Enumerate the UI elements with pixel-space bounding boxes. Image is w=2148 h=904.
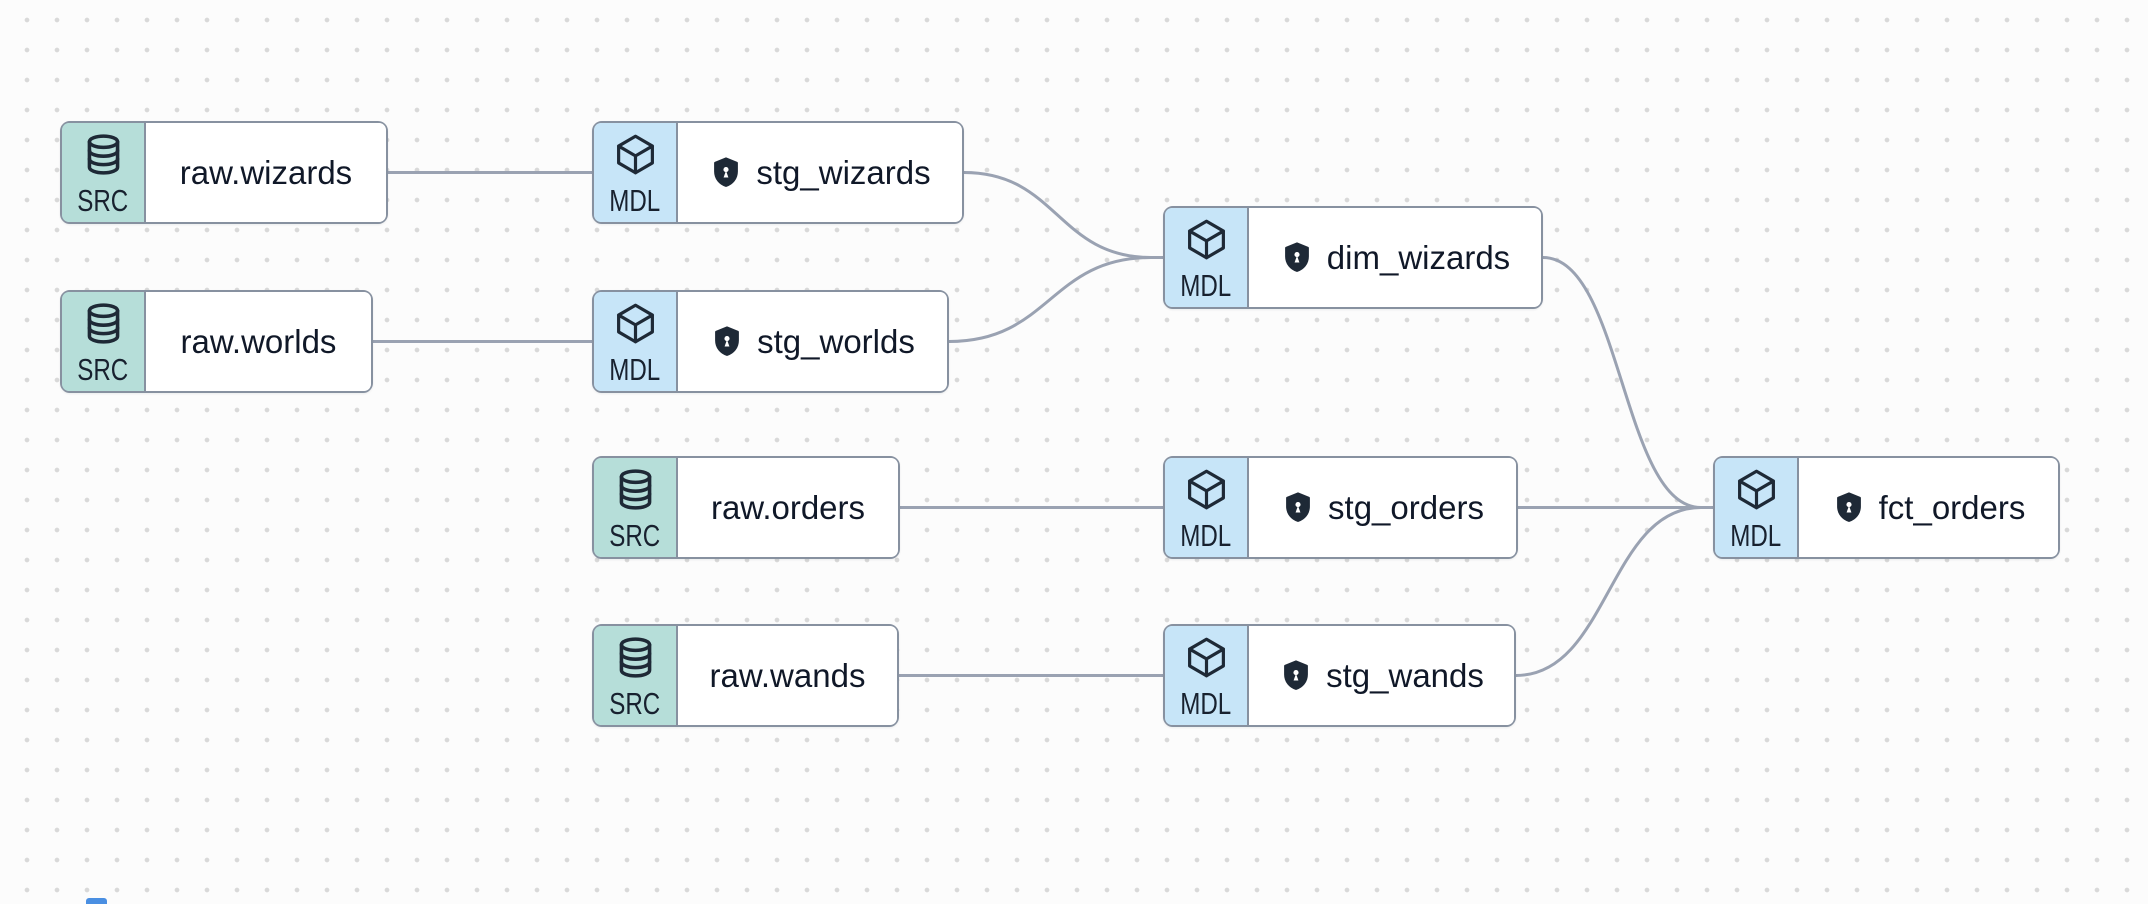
node-type-badge: MDL xyxy=(1165,208,1249,307)
node-type-badge: MDL xyxy=(1165,458,1249,557)
node-label: raw.worlds xyxy=(180,322,337,360)
node-label: raw.wands xyxy=(709,656,866,694)
node-type-badge: SRC xyxy=(594,626,678,725)
node-label: stg_wands xyxy=(1326,656,1484,694)
node-body: raw.orders xyxy=(678,458,898,557)
node-dim-wizards[interactable]: MDL dim_wizards xyxy=(1163,206,1543,309)
shield-lock-icon xyxy=(1279,659,1313,693)
node-fct-orders[interactable]: MDL fct_orders xyxy=(1713,456,2060,559)
node-type-label: SRC xyxy=(77,352,129,387)
node-type-badge: SRC xyxy=(62,292,146,391)
node-type-badge: MDL xyxy=(1165,626,1249,725)
node-type-label: MDL xyxy=(609,352,661,387)
database-icon xyxy=(81,132,126,177)
node-body: stg_orders xyxy=(1249,458,1516,557)
node-label: raw.orders xyxy=(710,488,866,526)
node-body: dim_wizards xyxy=(1249,208,1541,307)
node-label: stg_wizards xyxy=(756,153,931,191)
node-type-label: MDL xyxy=(1180,686,1232,721)
node-label: dim_wizards xyxy=(1326,238,1511,276)
node-label: stg_orders xyxy=(1328,488,1484,526)
node-body: stg_wizards xyxy=(678,123,962,222)
database-icon xyxy=(613,467,658,512)
node-label: stg_worlds xyxy=(757,322,915,360)
shield-lock-icon xyxy=(1280,241,1314,275)
cube-icon xyxy=(1184,217,1229,262)
cut-off-canvas-control[interactable] xyxy=(86,898,107,904)
node-label: fct_orders xyxy=(1878,488,2026,526)
node-stg-worlds[interactable]: MDL stg_worlds xyxy=(592,290,949,393)
database-icon xyxy=(613,635,658,680)
cube-icon xyxy=(1734,467,1779,512)
node-body: stg_worlds xyxy=(678,292,947,391)
node-label: raw.wizards xyxy=(179,153,353,191)
edge-stg-wands-to-fct-orders[interactable] xyxy=(1515,506,1713,677)
node-stg-orders[interactable]: MDL stg_orders xyxy=(1163,456,1518,559)
node-body: stg_wands xyxy=(1249,626,1514,725)
database-icon xyxy=(81,301,126,346)
node-type-label: SRC xyxy=(609,686,661,721)
node-type-label: MDL xyxy=(1730,518,1782,553)
shield-lock-icon xyxy=(1281,491,1315,525)
node-type-label: MDL xyxy=(609,183,661,218)
shield-lock-icon xyxy=(709,156,743,190)
node-stg-wizards[interactable]: MDL stg_wizards xyxy=(592,121,964,224)
node-raw-wands[interactable]: SRC raw.wands xyxy=(592,624,899,727)
cube-icon xyxy=(613,301,658,346)
node-raw-wizards[interactable]: SRC raw.wizards xyxy=(60,121,388,224)
node-raw-worlds[interactable]: SRC raw.worlds xyxy=(60,290,373,393)
cube-icon xyxy=(1184,635,1229,680)
edge-stg-worlds-to-dim-wizards[interactable] xyxy=(948,256,1163,343)
edge-dim-wizards-to-fct-orders[interactable] xyxy=(1542,256,1713,509)
node-type-badge: SRC xyxy=(594,458,678,557)
edge-stg-wizards-to-dim-wizards[interactable] xyxy=(963,171,1163,259)
node-body: fct_orders xyxy=(1799,458,2058,557)
node-type-badge: SRC xyxy=(62,123,146,222)
node-type-label: SRC xyxy=(77,183,129,218)
node-type-label: MDL xyxy=(1180,518,1232,553)
cube-icon xyxy=(1184,467,1229,512)
shield-lock-icon xyxy=(710,325,744,359)
node-type-badge: MDL xyxy=(594,123,678,222)
node-type-label: MDL xyxy=(1180,268,1232,303)
node-body: raw.wizards xyxy=(146,123,386,222)
shield-lock-icon xyxy=(1832,491,1866,525)
node-type-badge: MDL xyxy=(594,292,678,391)
node-raw-orders[interactable]: SRC raw.orders xyxy=(592,456,900,559)
node-stg-wands[interactable]: MDL stg_wands xyxy=(1163,624,1516,727)
node-body: raw.worlds xyxy=(146,292,371,391)
node-type-label: SRC xyxy=(609,518,661,553)
node-body: raw.wands xyxy=(678,626,897,725)
cube-icon xyxy=(613,132,658,177)
node-type-badge: MDL xyxy=(1715,458,1799,557)
